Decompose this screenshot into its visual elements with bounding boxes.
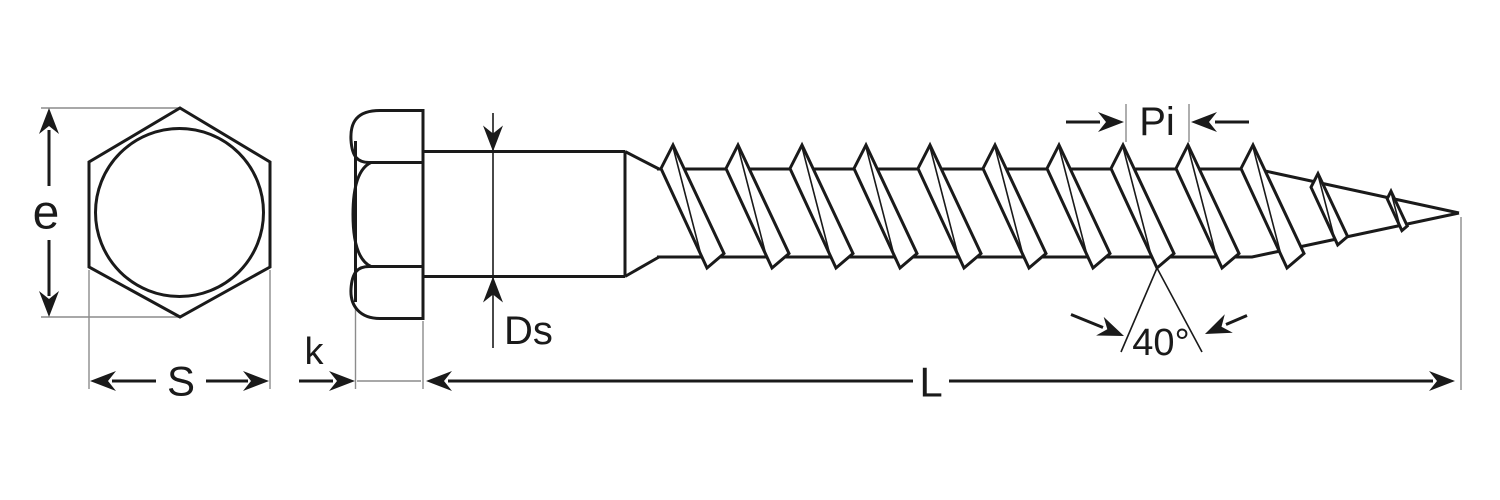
thread-blade — [1239, 141, 1306, 271]
head-front-view — [87, 106, 272, 319]
dimension-ds: Ds — [483, 113, 553, 353]
dimension-k: k — [299, 331, 355, 391]
thread-blade — [981, 141, 1048, 271]
arrowhead-left — [426, 371, 452, 391]
thread-blade-edge — [1058, 146, 1089, 260]
core-bottom-and-taper — [657, 211, 1460, 259]
dimension-l: L — [426, 359, 1455, 406]
head-bottom-facet — [349, 265, 425, 320]
thread-blade — [1109, 141, 1176, 271]
thread-blade-edge — [737, 146, 768, 260]
arrowhead-right — [1098, 112, 1124, 132]
thread-blade — [852, 141, 919, 271]
head-side-view — [349, 109, 425, 320]
thread-blade — [659, 141, 726, 271]
thread-blade — [916, 141, 983, 271]
dimension-e: e — [33, 108, 60, 317]
label-k: k — [305, 331, 325, 373]
dimension-s: S — [90, 358, 269, 405]
label-ds: Ds — [504, 309, 553, 353]
thread-blade-edge — [1187, 146, 1218, 260]
thread-blade-edge — [801, 146, 832, 260]
thread-blade-taper — [1385, 187, 1410, 234]
arrowhead-down — [483, 125, 503, 152]
cone-top-line — [624, 150, 660, 171]
thread-blade-edge — [929, 146, 960, 260]
head-middle-facet — [351, 161, 425, 268]
arrowhead-down-right — [1096, 316, 1124, 336]
dimension-tip-angle: 40° — [1070, 267, 1248, 364]
thread-blade-edge — [1317, 174, 1336, 240]
angle-leg-right — [1156, 267, 1203, 353]
label-s: S — [167, 358, 195, 405]
thread-blade-edge — [1390, 191, 1402, 228]
thread-blades — [659, 141, 1410, 271]
arrowhead-up — [39, 108, 59, 134]
extension-lines — [41, 104, 1462, 390]
angle-leg-left — [1120, 267, 1158, 353]
dimension-pi: Pi — [1066, 100, 1249, 144]
dim-line-angle-left — [1070, 313, 1104, 329]
thread-blade-edge — [865, 146, 896, 260]
thread-blade — [788, 141, 855, 271]
hexagon-outline — [87, 106, 272, 319]
head-inscribed-circle — [94, 127, 265, 298]
label-e: e — [33, 187, 60, 240]
arrowhead-left — [90, 371, 116, 391]
arrowhead-down — [39, 291, 59, 317]
thread-blade — [724, 141, 791, 271]
label-angle: 40° — [1132, 322, 1189, 364]
arrowhead-right — [329, 371, 355, 391]
dim-line-angle-right — [1225, 314, 1248, 326]
thread-blade-taper — [1309, 170, 1350, 248]
arrowhead-down-left — [1205, 314, 1233, 334]
arrowhead-right — [1429, 371, 1455, 391]
thread-blade-edge — [1122, 146, 1153, 260]
head-top-facet — [349, 109, 425, 164]
cone-bottom-line — [624, 255, 660, 278]
arrowhead-right — [243, 371, 269, 391]
arrowhead-up — [483, 276, 503, 303]
thread-blade-edge — [1252, 146, 1283, 260]
thread-blade — [1174, 141, 1241, 271]
arrowhead-left — [1191, 112, 1217, 132]
thread-blade-edge — [672, 146, 703, 260]
thread-blade-edge — [994, 146, 1025, 260]
label-pi: Pi — [1139, 100, 1175, 144]
thread-blade — [1045, 141, 1112, 271]
label-l: L — [919, 359, 942, 406]
